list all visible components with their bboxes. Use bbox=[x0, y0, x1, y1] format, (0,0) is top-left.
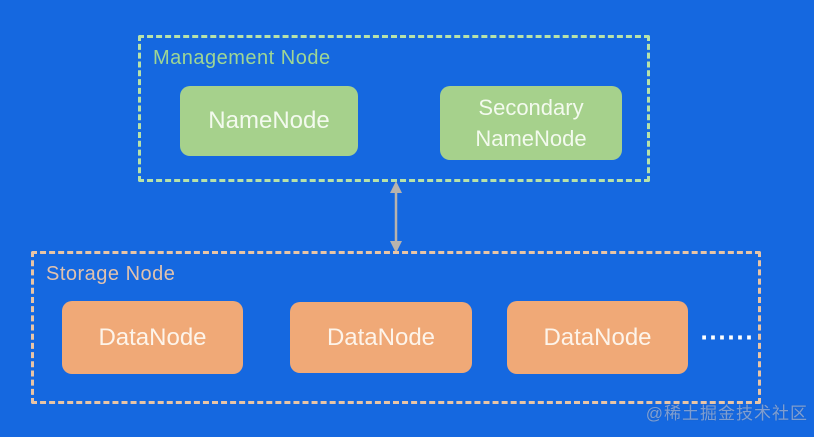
datanode-label: DataNode bbox=[98, 323, 207, 351]
storage-group-label: Storage Node bbox=[46, 263, 176, 285]
secondary-namenode-box: Secondary NameNode bbox=[440, 86, 622, 160]
datanode-box: DataNode bbox=[290, 302, 472, 373]
management-group-label: Management Node bbox=[153, 47, 331, 69]
secondary-namenode-label: Secondary NameNode bbox=[475, 95, 587, 151]
namenode-label: NameNode bbox=[208, 107, 330, 134]
more-datanodes-ellipsis: ······ bbox=[700, 326, 754, 350]
datanode-box: DataNode bbox=[507, 301, 688, 374]
namenode-box: NameNode bbox=[180, 86, 358, 156]
management-node-group: Management Node bbox=[138, 35, 650, 182]
watermark: @稀土掘金技术社区 bbox=[645, 404, 808, 423]
storage-node-group: Storage Node bbox=[31, 251, 761, 404]
datanode-label: DataNode bbox=[543, 323, 652, 351]
datanode-label: DataNode bbox=[326, 323, 436, 351]
datanode-box: DataNode bbox=[62, 301, 243, 374]
double-arrow-icon bbox=[390, 181, 402, 253]
